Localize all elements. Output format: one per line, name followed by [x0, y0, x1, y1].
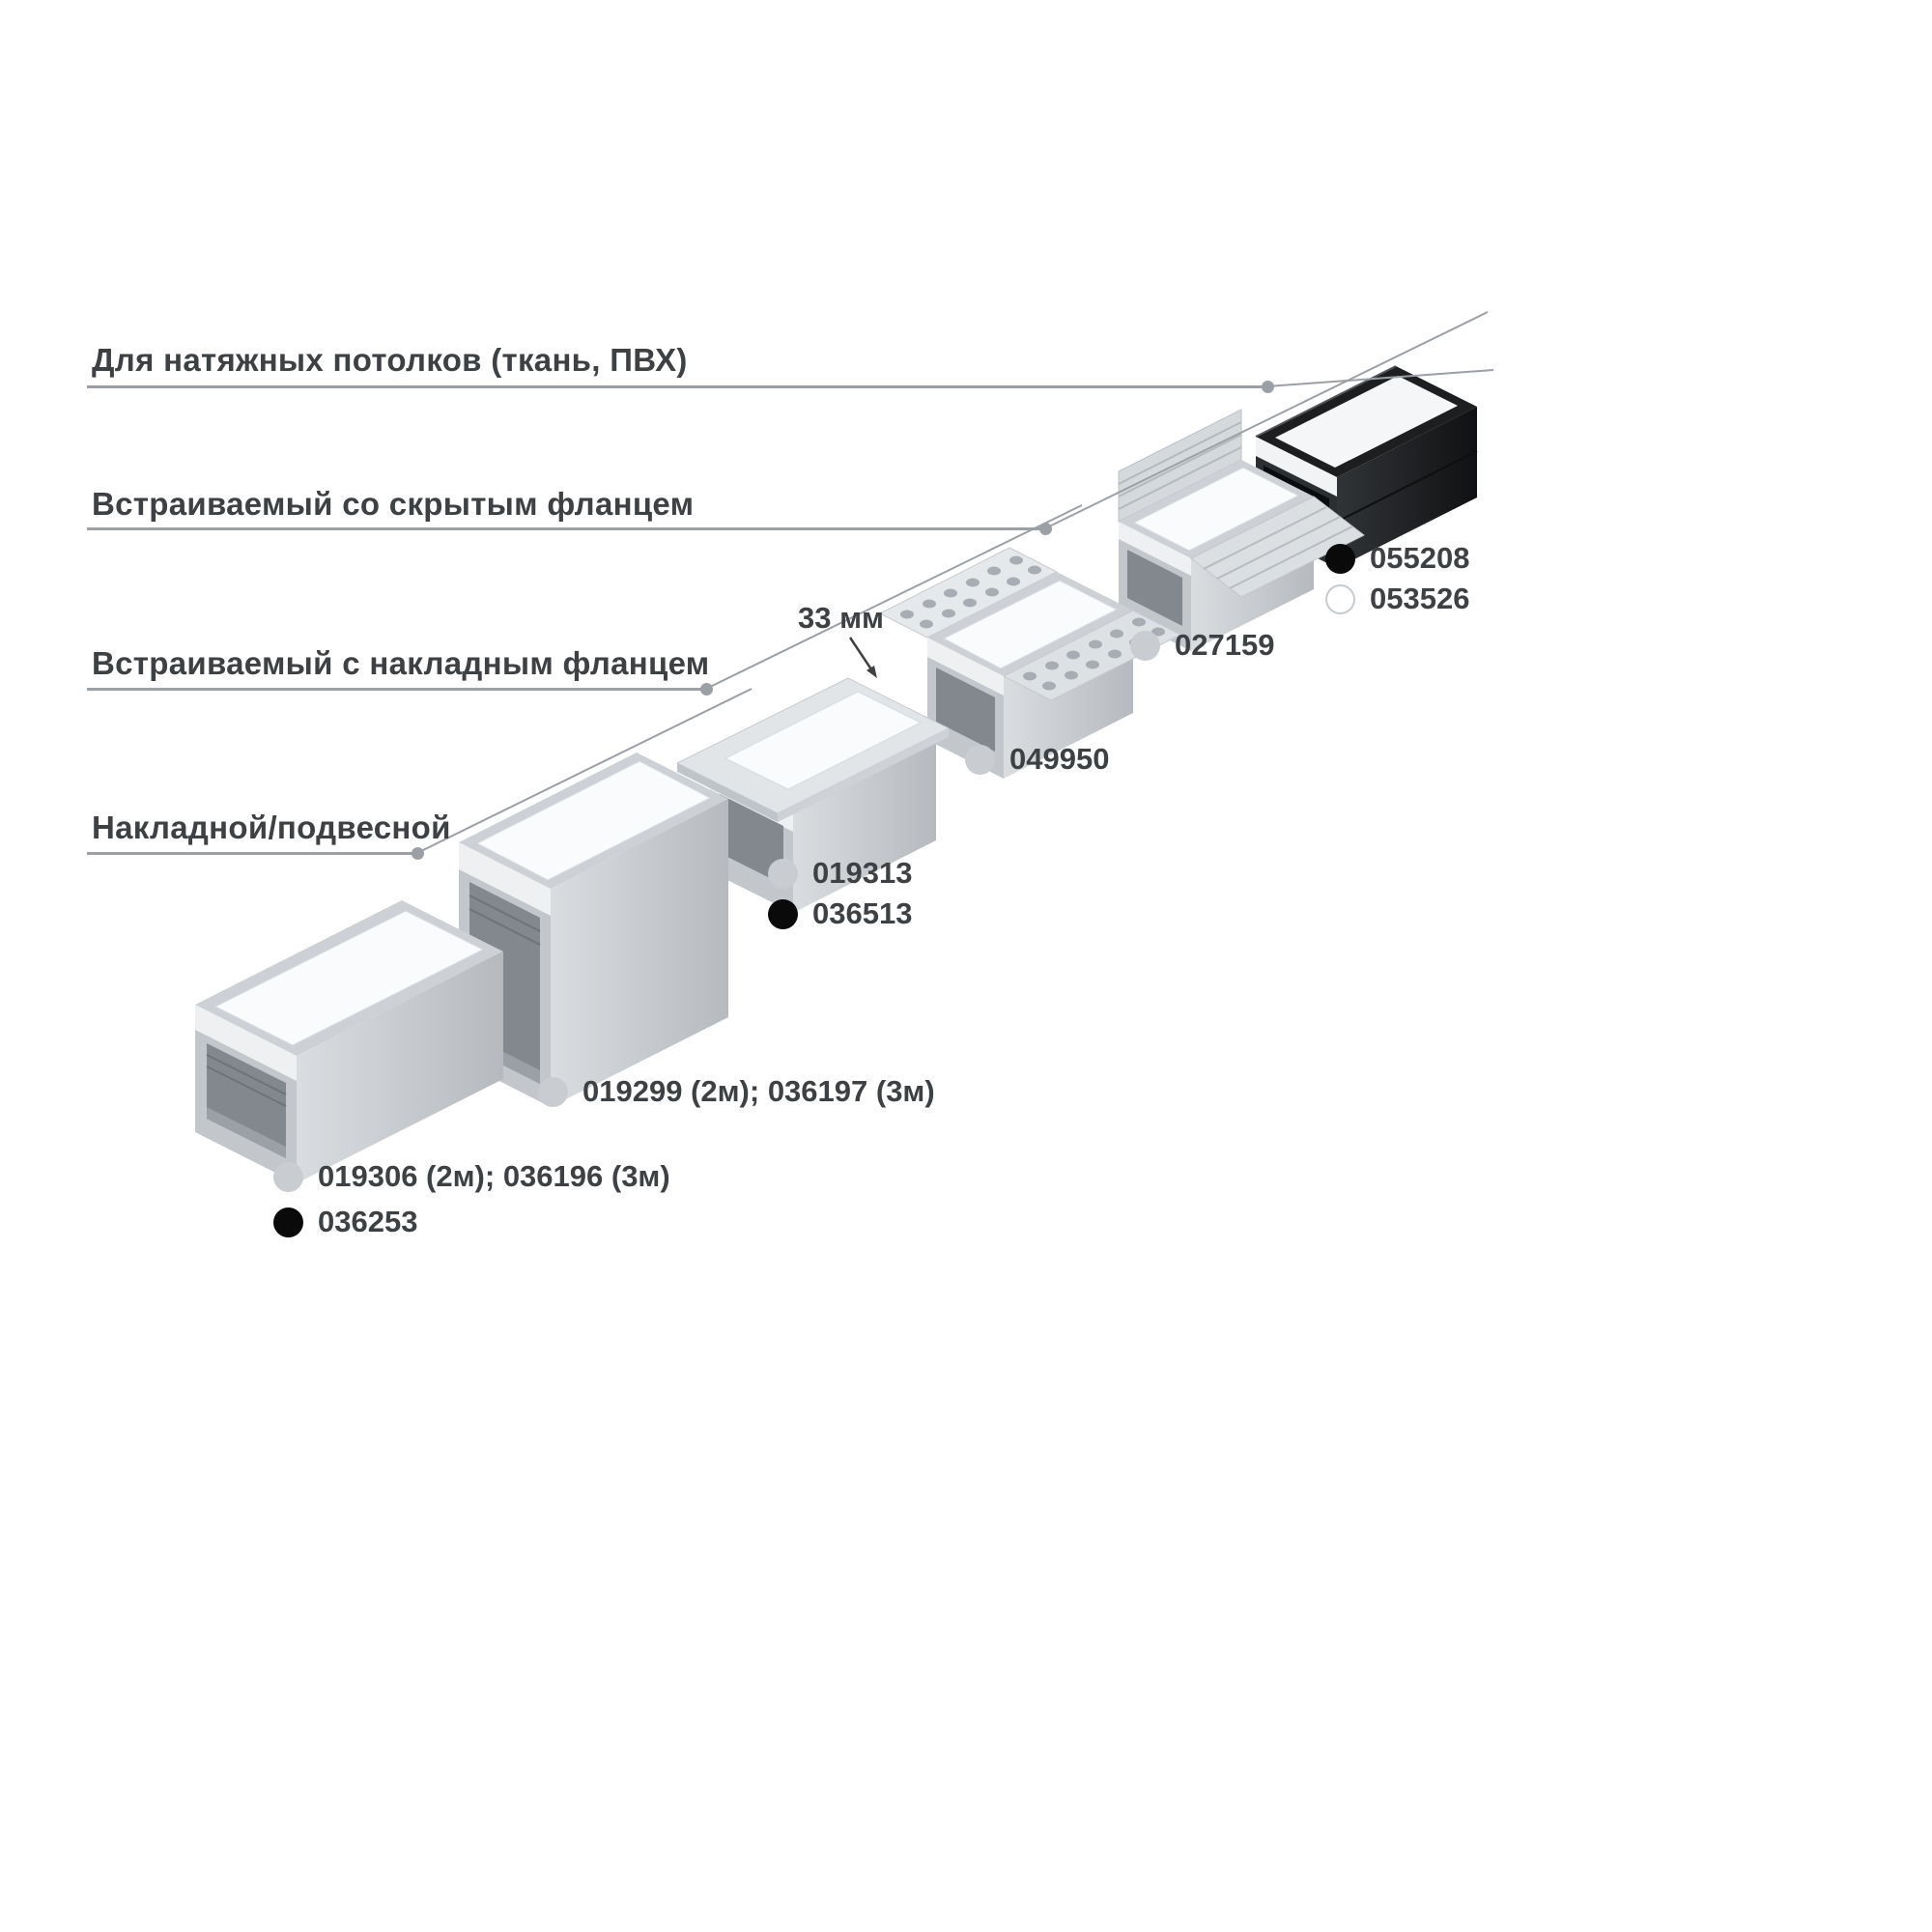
profile-surface-tall	[459, 753, 728, 1107]
flange-holes-left	[900, 555, 1041, 629]
category-underline-stretch-ceiling	[87, 385, 1267, 388]
article-code: 019313	[812, 856, 913, 890]
article-code: 036513	[812, 896, 913, 930]
leader-dot-stretch-ceiling	[1262, 381, 1274, 393]
article-row: 036253	[273, 1205, 417, 1239]
category-label-surface-suspended: Накладной/подвесной	[92, 810, 451, 845]
article-code: 055208	[1370, 541, 1470, 575]
profile-recessed-perforated-flange	[879, 547, 1181, 779]
profile-surface-large	[195, 900, 503, 1183]
guide-line-stretch-ceiling	[1266, 369, 1494, 387]
black-color-marker	[768, 898, 798, 929]
article-row: 049950	[965, 742, 1109, 777]
leader-dot-surface-suspended	[412, 847, 424, 860]
article-row: 019306 (2м); 036196 (3м)	[273, 1159, 670, 1194]
gray-color-marker	[965, 744, 995, 775]
article-code: 049950	[1009, 742, 1110, 776]
category-label-hidden-flange: Встраиваемый со скрытым фланцем	[92, 486, 695, 522]
gray-color-marker	[1130, 630, 1160, 661]
article-row: 019313	[768, 856, 912, 891]
dimension-arrow	[848, 637, 877, 678]
category-label-surface-flange: Встраиваемый с накладным фланцем	[92, 645, 710, 681]
profile-hidden-flange	[1118, 409, 1365, 651]
black-color-marker	[1325, 543, 1355, 574]
article-row: 036513	[768, 896, 912, 931]
article-code: 036253	[318, 1205, 418, 1238]
gray-color-marker	[273, 1161, 303, 1192]
category-underline-hidden-flange	[87, 527, 1045, 530]
leader-dot-hidden-flange	[1039, 523, 1052, 535]
category-underline-surface-flange	[87, 688, 706, 691]
guide-line-hidden-flange	[1044, 311, 1489, 529]
article-code: 053526	[1370, 582, 1470, 615]
category-underline-surface-suspended	[87, 852, 417, 855]
profile-recessed-surface-flange	[676, 677, 950, 913]
guide-line-surface-flange	[705, 504, 1083, 690]
guide-lines	[416, 311, 1494, 854]
article-row: 055208	[1325, 541, 1469, 576]
dimension-label: 33 мм	[798, 601, 884, 635]
article-row: 027159	[1130, 628, 1274, 663]
black-color-marker	[273, 1207, 303, 1237]
category-label-stretch-ceiling: Для натяжных потолков (ткань, ПВХ)	[92, 342, 688, 378]
gray-color-marker	[768, 858, 798, 889]
article-row: 053526	[1325, 582, 1469, 616]
leader-dot-surface-flange	[700, 683, 713, 696]
article-code: 027159	[1175, 628, 1275, 662]
article-row: 019299 (2м); 036197 (3м)	[538, 1074, 935, 1109]
gray-color-marker	[538, 1076, 568, 1107]
article-code: 019299 (2м); 036197 (3м)	[582, 1074, 935, 1108]
white-color-marker	[1325, 583, 1355, 614]
guide-line-surface	[416, 688, 753, 854]
flange-holes-right	[1023, 617, 1165, 691]
article-code: 019306 (2м); 036196 (3м)	[318, 1159, 670, 1193]
